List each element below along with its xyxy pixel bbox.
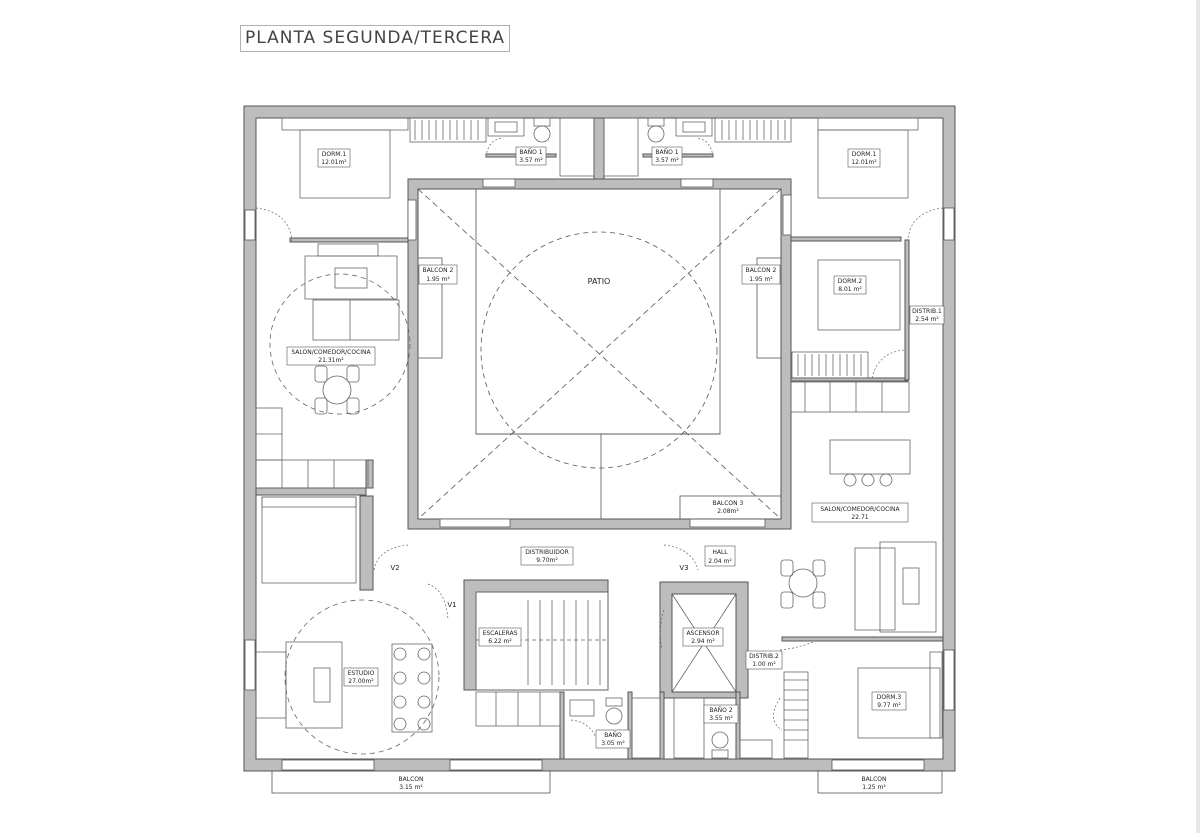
svg-text:DORM.1: DORM.1: [322, 151, 347, 158]
label-distribuidor: DISTRIBUIDOR 9.70m²: [520, 546, 574, 566]
svg-text:12.01m²: 12.01m²: [321, 159, 347, 166]
svg-text:3.15 m²: 3.15 m²: [399, 784, 423, 791]
svg-text:ESCALERAS: ESCALERAS: [483, 630, 518, 637]
label-balcon2-right: BALCON 2 1.95 m²: [741, 264, 781, 285]
label-bano1-left: BAÑO 1 3.57 m²: [515, 146, 547, 166]
door-swings: [255, 137, 944, 739]
label-hall: HALL 2.04 m²: [704, 545, 736, 567]
svg-text:BALCON: BALCON: [399, 776, 424, 783]
svg-text:12.01m²: 12.01m²: [851, 159, 877, 166]
svg-text:BAÑO: BAÑO: [604, 732, 622, 739]
furniture: [255, 117, 943, 759]
svg-text:BAÑO 2: BAÑO 2: [709, 707, 732, 714]
label-distrib1: DISTRIB.1 2.54 m²: [909, 305, 945, 325]
svg-text:ASCENSOR: ASCENSOR: [686, 630, 719, 637]
patio: [417, 188, 782, 520]
svg-text:1.95 m²: 1.95 m²: [749, 276, 773, 283]
svg-text:SALON/COMEDOR/COCINA: SALON/COMEDOR/COCINA: [291, 349, 371, 356]
label-dorm1-left: DORM.1 12.01m²: [317, 148, 351, 168]
label-estudio: ESTUDIO 27.00m²: [343, 667, 379, 687]
svg-text:27.00m²: 27.00m²: [348, 678, 374, 685]
balcon-slab-right: [817, 770, 943, 794]
svg-text:DORM.1: DORM.1: [852, 151, 877, 158]
outer-wall: [243, 105, 956, 772]
svg-text:21.31m²: 21.31m²: [318, 357, 344, 364]
svg-text:1.95 m²: 1.95 m²: [426, 276, 450, 283]
page-edge: [1196, 0, 1200, 833]
label-balcon-bottom-right: BALCON 1.25 m²: [862, 776, 887, 791]
svg-text:BALCON 3: BALCON 3: [713, 500, 744, 507]
room-labels: DORM.1 12.01m² BAÑO 1 3.57 m² BAÑO 1 3.5…: [286, 146, 945, 791]
svg-text:BALCON 2: BALCON 2: [423, 267, 454, 274]
svg-text:2.08m²: 2.08m²: [717, 508, 739, 515]
svg-text:3.55 m²: 3.55 m²: [709, 715, 733, 722]
label-dorm2: DORM.2 8.01 m²: [833, 275, 867, 295]
svg-text:9.70m²: 9.70m²: [536, 557, 558, 564]
label-balcon-bottom-left: BALCON 3.15 m²: [399, 776, 424, 791]
label-salon-right: SALON/COMEDOR/COCINA 22.71: [811, 502, 909, 523]
label-v3: V3: [679, 564, 688, 572]
svg-text:HALL: HALL: [712, 549, 728, 556]
svg-text:SALON/COMEDOR/COCINA: SALON/COMEDOR/COCINA: [820, 506, 900, 513]
svg-text:3.57 m²: 3.57 m²: [655, 157, 679, 164]
label-bano: BAÑO 3.05 m²: [595, 729, 631, 749]
svg-text:9.77 m²: 9.77 m²: [877, 702, 901, 709]
svg-text:3.57 m²: 3.57 m²: [519, 157, 543, 164]
svg-text:1.00 m²: 1.00 m²: [752, 661, 776, 668]
svg-text:BAÑO 1: BAÑO 1: [519, 149, 542, 156]
svg-text:DORM.3: DORM.3: [877, 694, 902, 701]
label-salon-left: SALON/COMEDOR/COCINA 21.31m²: [286, 346, 376, 366]
svg-text:2.54 m²: 2.54 m²: [915, 316, 939, 323]
svg-text:BAÑO 1: BAÑO 1: [655, 149, 678, 156]
svg-text:2.04 m²: 2.04 m²: [708, 558, 732, 565]
label-patio: PATIO: [588, 277, 611, 286]
label-v2: V2: [390, 564, 399, 572]
balcon-slab-left: [271, 770, 551, 794]
label-distrib2: DISTRIB.2 1.00 m²: [745, 650, 783, 670]
label-dorm1-right: DORM.1 12.01m²: [847, 148, 881, 168]
central-wall: [593, 117, 605, 180]
svg-text:22.71: 22.71: [851, 514, 868, 521]
label-ascensor: ASCENSOR 2.94 m²: [682, 627, 724, 647]
label-dorm3: DORM.3 9.77 m²: [871, 691, 907, 711]
studio-partition: [255, 459, 374, 496]
plan-title: PLANTA SEGUNDA/TERCERA: [240, 25, 511, 52]
svg-text:8.01 m²: 8.01 m²: [838, 286, 862, 293]
svg-text:DISTRIBUIDOR: DISTRIBUIDOR: [525, 549, 569, 556]
label-balcon2-left: BALCON 2 1.95 m²: [418, 264, 458, 285]
svg-text:DISTRIB.2: DISTRIB.2: [749, 653, 779, 660]
svg-text:3.05 m²: 3.05 m²: [601, 740, 625, 747]
svg-text:2.94 m²: 2.94 m²: [691, 638, 715, 645]
label-escaleras: ESCALERAS 6.22 m²: [478, 627, 522, 647]
svg-text:ESTUDIO: ESTUDIO: [348, 670, 375, 677]
svg-text:DISTRIB.1: DISTRIB.1: [912, 308, 942, 315]
svg-text:BALCON 2: BALCON 2: [746, 267, 777, 274]
svg-text:1.25 m²: 1.25 m²: [862, 784, 886, 791]
label-bano2: BAÑO 2 3.55 m²: [703, 704, 739, 724]
svg-text:6.22 m²: 6.22 m²: [488, 638, 512, 645]
label-balcon3: BALCON 3 2.08m²: [713, 500, 744, 515]
label-v1: V1: [447, 601, 456, 609]
label-bano1-right: BAÑO 1 3.57 m²: [651, 146, 683, 166]
svg-text:BALCON: BALCON: [862, 776, 887, 783]
svg-text:DORM.2: DORM.2: [838, 278, 863, 285]
